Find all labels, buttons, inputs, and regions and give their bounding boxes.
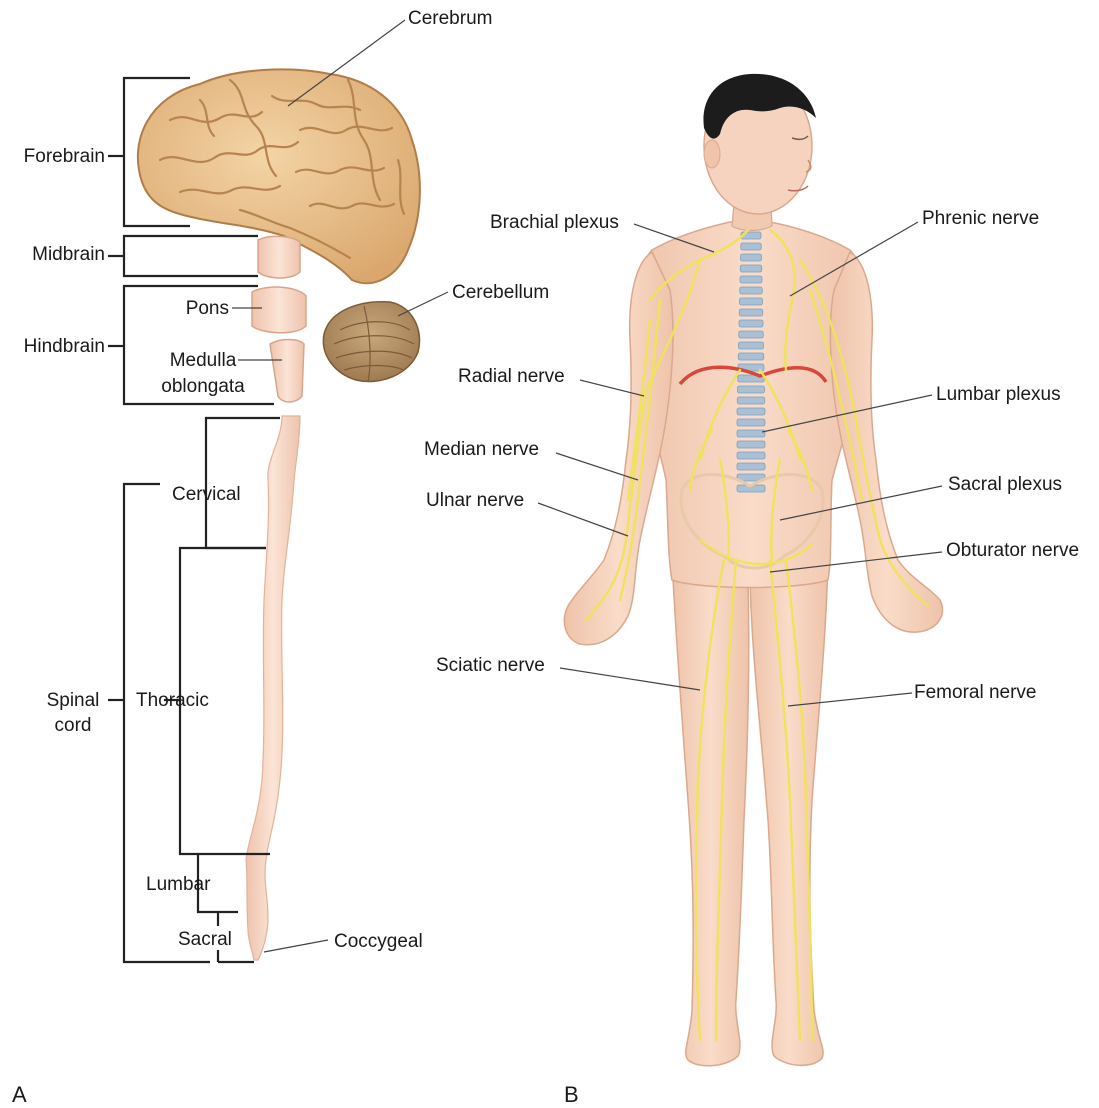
label-median-nerve: Median nerve bbox=[424, 439, 539, 461]
label-coccygeal: Coccygeal bbox=[334, 931, 423, 953]
label-sacral: Sacral bbox=[178, 929, 232, 951]
label-pons: Pons bbox=[186, 298, 229, 320]
vertebra bbox=[740, 287, 763, 294]
label-phrenic-nerve: Phrenic nerve bbox=[922, 208, 1039, 230]
label-oblongata: oblongata bbox=[148, 376, 258, 398]
panel-b-letter: B bbox=[564, 1082, 579, 1108]
vertebra bbox=[737, 397, 765, 404]
vertebra bbox=[737, 463, 765, 470]
label-sciatic-nerve: Sciatic nerve bbox=[436, 655, 545, 677]
vertebra bbox=[741, 243, 762, 250]
label-sacral-plexus: Sacral plexus bbox=[948, 474, 1062, 496]
ulnar-nerve-leader bbox=[538, 503, 628, 536]
panel-a-letter: A bbox=[12, 1082, 27, 1108]
label-lumbar: Lumbar bbox=[146, 874, 210, 896]
vertebra bbox=[737, 430, 765, 437]
vertebra bbox=[738, 386, 765, 393]
vertebra bbox=[740, 265, 762, 272]
vertebra bbox=[737, 419, 765, 426]
vertebra bbox=[739, 320, 763, 327]
label-spinal: Spinal bbox=[40, 690, 106, 712]
coccygeal-leader bbox=[264, 940, 328, 952]
cerebellum-leader bbox=[398, 292, 448, 316]
label-cord: cord bbox=[40, 715, 106, 737]
vertebra bbox=[741, 254, 762, 261]
vertebra bbox=[737, 452, 765, 459]
pons-shape bbox=[252, 287, 306, 333]
label-ulnar-nerve: Ulnar nerve bbox=[426, 490, 524, 512]
label-radial-nerve: Radial nerve bbox=[458, 366, 565, 388]
label-femoral-nerve: Femoral nerve bbox=[914, 682, 1037, 704]
label-medulla: Medulla bbox=[148, 350, 258, 372]
label-brachial-plexus: Brachial plexus bbox=[490, 212, 619, 234]
label-forebrain: Forebrain bbox=[24, 146, 105, 168]
vertebra bbox=[739, 309, 763, 316]
midbrain-shape bbox=[258, 236, 300, 278]
spinal-cord-shape bbox=[246, 416, 300, 960]
midbrain-bracket bbox=[124, 236, 258, 276]
label-thoracic: Thoracic bbox=[136, 690, 209, 712]
vertebra bbox=[740, 298, 763, 305]
label-cerebrum: Cerebrum bbox=[408, 8, 492, 30]
vertebra bbox=[738, 353, 764, 360]
vertebra bbox=[740, 276, 762, 283]
vertebra bbox=[737, 408, 765, 415]
medulla-shape bbox=[270, 340, 304, 403]
label-cervical: Cervical bbox=[172, 484, 241, 506]
label-obturator-nerve: Obturator nerve bbox=[946, 540, 1079, 562]
label-cerebellum: Cerebellum bbox=[452, 282, 549, 304]
label-midbrain: Midbrain bbox=[32, 244, 105, 266]
label-lumbar-plexus: Lumbar plexus bbox=[936, 384, 1061, 406]
vertebra bbox=[737, 441, 765, 448]
label-hindbrain: Hindbrain bbox=[24, 336, 105, 358]
cerebellum-shape bbox=[323, 302, 419, 382]
vertebra bbox=[739, 342, 764, 349]
human-figure bbox=[564, 74, 942, 1066]
vertebra bbox=[739, 331, 764, 338]
